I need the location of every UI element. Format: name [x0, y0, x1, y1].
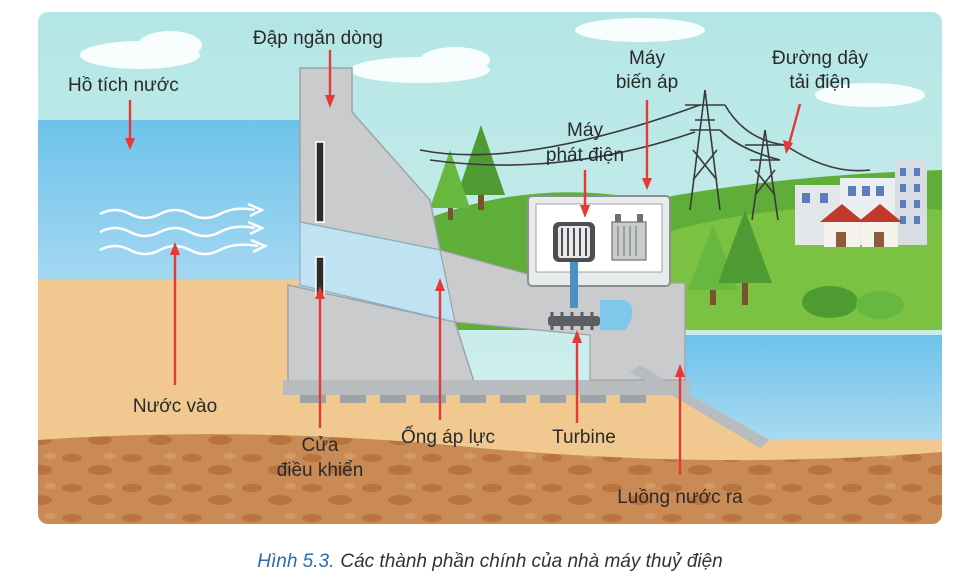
label-generator-1: Máy: [567, 120, 603, 141]
outflow-water: [640, 335, 942, 440]
label-power-line-1: Đường dây: [772, 48, 868, 69]
soil: [38, 434, 942, 524]
labels: Hồ tích nước Đập ngăn dòng Máy biến áp Đ…: [68, 28, 868, 508]
house-icon: [795, 160, 927, 247]
caption-number: Hình 5.3.: [257, 551, 334, 572]
turbine-icon: [548, 312, 600, 330]
label-gate-1: Cửa: [301, 435, 338, 456]
label-transformer-2: biến áp: [616, 72, 678, 93]
figure-caption: Hình 5.3. Các thành phần chính của nhà má…: [257, 551, 722, 572]
transformer-icon: [611, 214, 647, 261]
label-penstock: Ống áp lực: [401, 426, 495, 448]
upper-gate: [315, 141, 325, 223]
illustration: [38, 12, 942, 524]
generator-icon: [553, 222, 595, 262]
label-gate-2: điều khiển: [277, 460, 364, 481]
label-dam: Đập ngăn dòng: [253, 28, 383, 49]
label-outflow: Luồng nước ra: [617, 487, 743, 508]
clouds: [80, 18, 925, 107]
label-generator-2: phát điện: [546, 145, 624, 166]
pointer-arrows: [125, 50, 802, 475]
label-reservoir: Hồ tích nước: [68, 75, 179, 96]
reservoir-water: [38, 120, 318, 295]
label-transformer-1: Máy: [629, 48, 665, 69]
label-turbine: Turbine: [552, 427, 616, 448]
powerhouse: [527, 195, 671, 330]
pylon-icon: [419, 89, 871, 221]
label-water-in: Nước vào: [133, 396, 217, 417]
label-power-line-2: tải điện: [789, 72, 850, 93]
tree-icon: [430, 125, 904, 319]
shaft: [570, 262, 578, 308]
caption-text: Các thành phần chính của nhà máy thuỷ đi…: [340, 551, 722, 572]
